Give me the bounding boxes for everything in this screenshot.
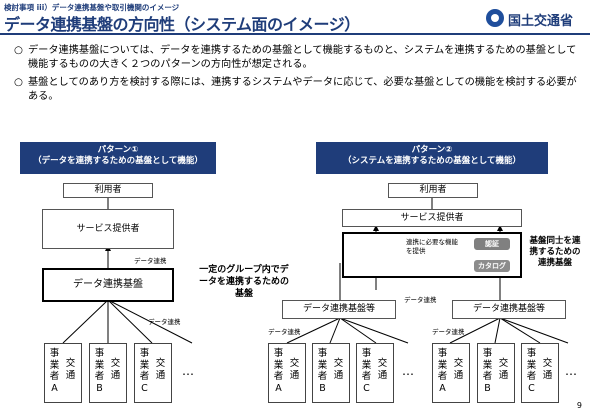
- business-type: 交通: [289, 358, 300, 381]
- business-card: 事業者C 交通: [134, 343, 172, 403]
- business-card: 事業者A 交通: [268, 343, 306, 403]
- business-name: 事業者A: [273, 348, 284, 394]
- bullet-1: ○ データ連携基盤については、データを連携するための基盤として機能するものと、シ…: [14, 44, 584, 72]
- pattern1-title: パターン①: [97, 145, 139, 155]
- business-name: 事業者A: [49, 348, 60, 394]
- business-card: 事業者A 交通: [432, 343, 470, 403]
- business-type: 交通: [155, 358, 166, 381]
- pattern2-header: パターン② （システムを連携するための基盤として機能）: [316, 142, 548, 174]
- pattern1-provider-box: サービス提供者: [42, 209, 174, 249]
- pattern2-subtitle: （システムを連携するための基盤として機能）: [343, 156, 521, 166]
- business-type: 交通: [110, 358, 121, 381]
- platform-label: データ連携基盤等: [302, 304, 375, 314]
- business-name: 事業者C: [361, 348, 372, 394]
- business-card: 事業者C 交通: [356, 343, 394, 403]
- bullet-mark: ○: [14, 77, 23, 88]
- business-type: 交通: [377, 358, 388, 381]
- data-link-label: データ連携: [134, 257, 167, 265]
- provider-label: サービス提供者: [76, 224, 140, 234]
- business-card: 事業者B 交通: [89, 343, 127, 403]
- pattern1-subtitle: （データを連携するための基盤として機能）: [33, 156, 203, 166]
- pattern1-platform-box: データ連携基盤: [42, 268, 174, 302]
- business-card: 事業者A 交通: [44, 343, 82, 403]
- business-name: 事業者A: [437, 348, 448, 394]
- ellipsis: …: [402, 364, 415, 378]
- mlit-logo-icon: [486, 9, 504, 27]
- pattern1-user-box: 利用者: [63, 183, 153, 198]
- business-name: 事業者B: [317, 348, 328, 394]
- header-rule: [0, 33, 590, 35]
- business-type: 交通: [453, 358, 464, 381]
- bullet-2: ○ 基盤としてのあり方を検討する際には、連携するシステムやデータに応じて、必要な…: [14, 76, 584, 104]
- ellipsis: …: [182, 364, 195, 378]
- pattern2-sub-platform-left: データ連携基盤等: [282, 300, 396, 319]
- business-name: 事業者C: [139, 348, 150, 394]
- business-card: 事業者C 交通: [521, 343, 559, 403]
- pattern1-header: パターン① （データを連携するための基盤として機能）: [20, 142, 216, 174]
- platform-label: データ連携基盤: [73, 279, 143, 290]
- linking-function-text: 連携に必要な機能を提供: [406, 238, 458, 255]
- page-title: データ連携基盤の方向性（システム面のイメージ）: [4, 15, 360, 34]
- business-card: 事業者B 交通: [477, 343, 515, 403]
- user-label: 利用者: [419, 185, 447, 195]
- business-type: 交通: [498, 358, 509, 381]
- data-link-label: データ連携: [148, 318, 181, 326]
- ellipsis: …: [565, 364, 578, 378]
- pattern2-sub-platform-right: データ連携基盤等: [452, 300, 566, 319]
- breadcrumb: 検討事項 iii）データ連携基盤や取引機関のイメージ: [4, 3, 180, 12]
- pattern1-note: 一定のグループ内でデータを連携するための基盤: [198, 265, 289, 299]
- pattern2-note: 基盤同士を連携するための連携基盤: [529, 236, 581, 268]
- business-type: 交通: [333, 358, 344, 381]
- catalog-badge: カタログ: [474, 260, 510, 272]
- logo: 国土交通省: [486, 8, 586, 30]
- logo-text: 国土交通省: [508, 14, 574, 29]
- bullet-text: 基盤としてのあり方を検討する際には、連携するシステムやデータに応じて、必要な基盤…: [28, 77, 577, 102]
- user-label: 利用者: [94, 185, 122, 195]
- auth-badge: 認証: [474, 238, 510, 250]
- page-number: 9: [576, 401, 582, 410]
- business-name: 事業者C: [526, 348, 537, 394]
- pattern2-provider-box: サービス提供者: [342, 209, 522, 227]
- provider-label: サービス提供者: [400, 213, 464, 223]
- data-link-label: データ連携: [404, 296, 437, 304]
- business-type: 交通: [542, 358, 553, 381]
- business-name: 事業者B: [94, 348, 105, 394]
- business-type: 交通: [65, 358, 76, 381]
- bullet-text: データ連携基盤については、データを連携するための基盤として機能するものと、システ…: [28, 45, 577, 70]
- bullet-mark: ○: [14, 45, 23, 56]
- pattern2-user-box: 利用者: [388, 183, 478, 198]
- data-link-label: データ連携: [268, 328, 301, 336]
- business-name: 事業者B: [482, 348, 493, 394]
- platform-label: データ連携基盤等: [472, 304, 545, 314]
- pattern2-title: パターン②: [411, 145, 453, 155]
- data-link-label: データ連携: [432, 328, 465, 336]
- business-card: 事業者B 交通: [312, 343, 350, 403]
